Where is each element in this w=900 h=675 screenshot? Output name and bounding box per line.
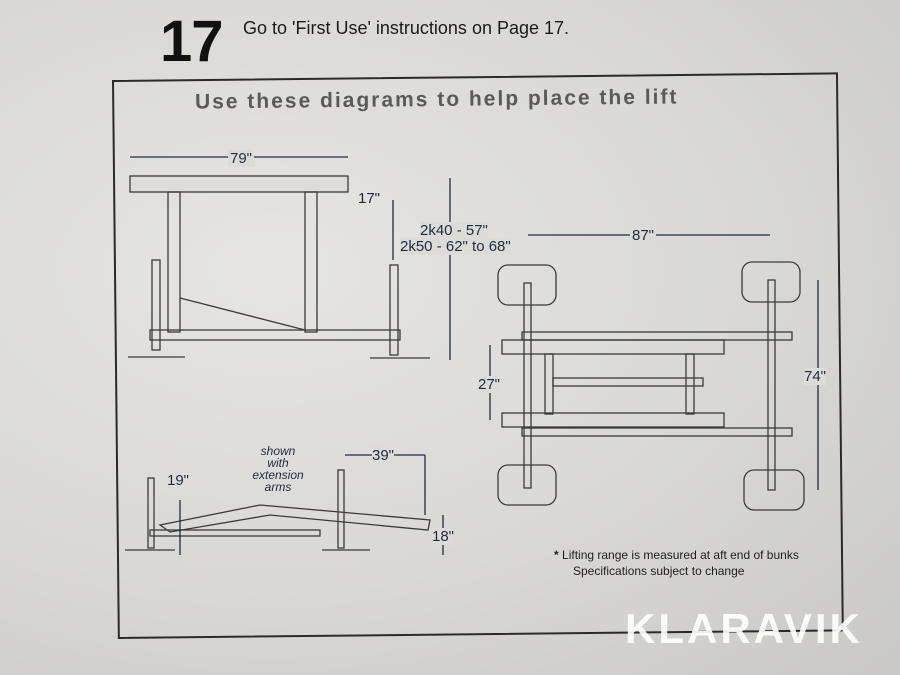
step-number: 17 — [160, 9, 224, 74]
caption-line: shown — [260, 444, 296, 458]
front-height-label: 18" — [432, 528, 455, 545]
lowered-view-drawing — [125, 454, 444, 555]
extension-label: 39" — [372, 447, 395, 464]
watermark-logo: KLARAVIK — [625, 605, 863, 652]
side-view-drawing — [128, 156, 451, 360]
top-length-label: 74" — [804, 368, 827, 385]
note-line-2: Specifications subject to change — [573, 564, 745, 578]
top-width-label: 87" — [630, 227, 657, 244]
rear-height-label: 19" — [167, 472, 190, 489]
overhang-label: 17" — [358, 190, 381, 207]
bunk-spacing-label: 27" — [478, 376, 501, 393]
notes: * Lifting range is measured at aft end o… — [554, 547, 799, 579]
step-instruction: Go to 'First Use' instructions on Page 1… — [243, 18, 570, 38]
note-line-1: Lifting range is measured at aft end of … — [562, 548, 799, 562]
height-2k40-label: 2k40 - 57" — [420, 222, 488, 239]
top-view-drawing — [489, 234, 819, 511]
side-length-label: 79" — [228, 150, 255, 167]
asterisk: * — [554, 548, 559, 562]
caption-line: extension — [252, 468, 304, 482]
height-2k50-label: 2k50 - 62" to 68" — [400, 238, 511, 255]
caption-line: with — [267, 456, 289, 470]
extension-arms-caption: shown with extension arms — [248, 445, 308, 493]
caption-line: arms — [264, 480, 292, 494]
